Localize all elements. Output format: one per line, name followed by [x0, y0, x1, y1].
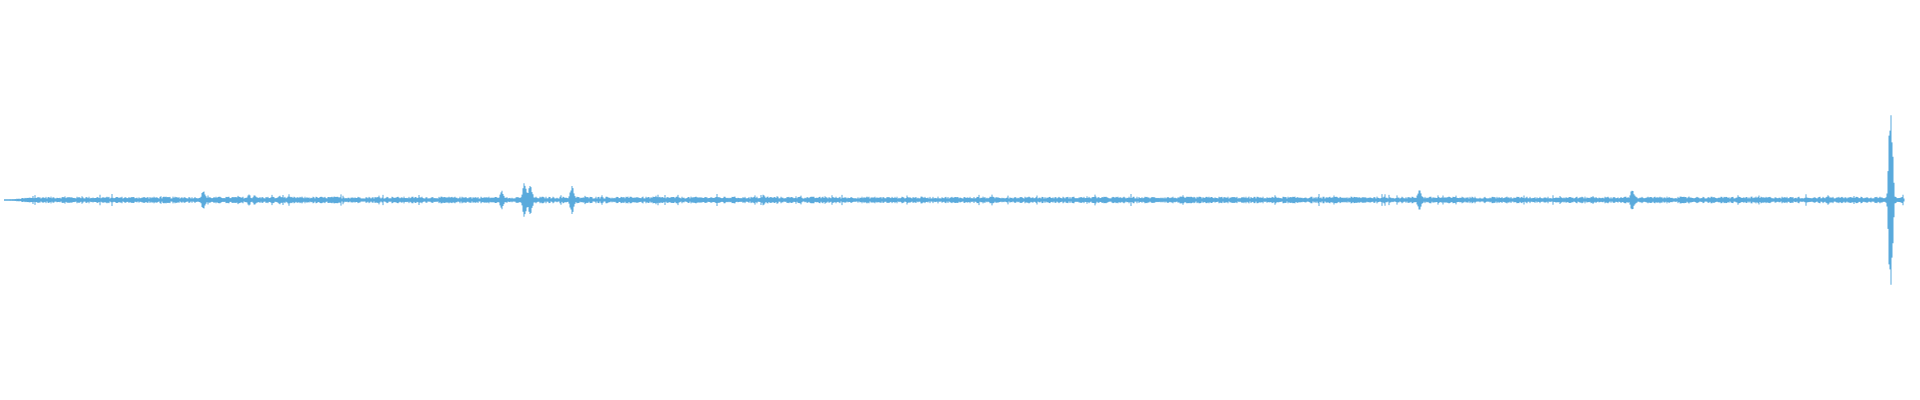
waveform-trace [4, 115, 1905, 285]
waveform-samples [4, 115, 1905, 285]
